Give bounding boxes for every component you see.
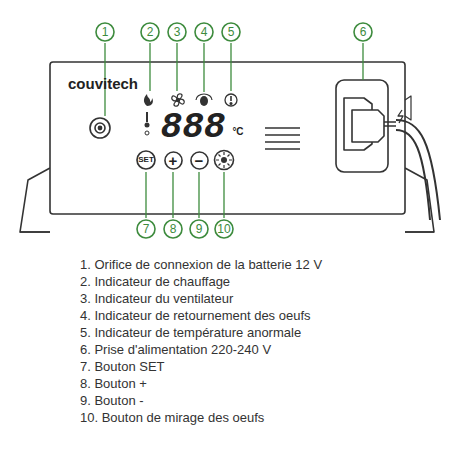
leader-lines bbox=[105, 43, 363, 218]
callout-label: 7 bbox=[136, 219, 156, 239]
battery-jack bbox=[90, 118, 110, 138]
housing-flange bbox=[405, 168, 434, 232]
legend-item: 8. Bouton + bbox=[80, 377, 147, 391]
callout-label: 6 bbox=[353, 22, 373, 42]
legend-item: 1. Orifice de connexion de la batterie 1… bbox=[80, 258, 322, 272]
housing-flange bbox=[20, 168, 50, 232]
plug-neck bbox=[384, 122, 396, 126]
battery-jack-pin bbox=[98, 126, 101, 129]
callout-label: 3 bbox=[167, 22, 187, 42]
legend-item: 4. Indicateur de retournement des oeufs bbox=[80, 309, 311, 323]
button-label: SET bbox=[136, 150, 156, 170]
power-symbol bbox=[405, 96, 411, 120]
unit-label: °C bbox=[232, 126, 243, 137]
callout-number: 9 bbox=[189, 219, 209, 239]
thermometer-icon bbox=[145, 112, 150, 135]
callout-number: 10 bbox=[214, 219, 234, 239]
callout-number: 8 bbox=[163, 219, 183, 239]
power-plug bbox=[352, 110, 384, 142]
callout-number: 7 bbox=[136, 219, 156, 239]
button-label: − bbox=[190, 151, 209, 170]
panel-button: − bbox=[190, 151, 209, 170]
legend-item: 9. Bouton - bbox=[80, 394, 144, 408]
callout-label: 1 bbox=[95, 22, 115, 42]
brand-logo: couvitech bbox=[68, 76, 138, 93]
callout-number: 4 bbox=[194, 22, 214, 42]
callout-number: 3 bbox=[167, 22, 187, 42]
callout-number: 2 bbox=[140, 22, 160, 42]
callout-number: 6 bbox=[353, 22, 373, 42]
legend-item: 10. Bouton de mirage des oeufs bbox=[80, 411, 264, 425]
panel-button: SET bbox=[136, 150, 156, 170]
callout-label: 5 bbox=[221, 22, 241, 42]
button-label: + bbox=[164, 151, 183, 170]
battery-jack-core bbox=[95, 123, 105, 133]
callout-number: 1 bbox=[95, 22, 115, 42]
vent-slots bbox=[265, 128, 300, 149]
fan-icon bbox=[172, 94, 184, 106]
panel-button: + bbox=[164, 151, 183, 170]
legend-item: 7. Bouton SET bbox=[80, 360, 165, 374]
legend-item: 2. Indicateur de chauffage bbox=[80, 275, 230, 289]
callout-number: 5 bbox=[221, 22, 241, 42]
legend-item: 5. Indicateur de température anormale bbox=[80, 326, 301, 340]
power-cable bbox=[396, 120, 440, 220]
front-panel bbox=[50, 62, 405, 214]
candling-button bbox=[215, 151, 234, 170]
callout-label: 2 bbox=[140, 22, 160, 42]
lcd-digits: 888 bbox=[161, 108, 226, 148]
legend-item: 6. Prise d'alimentation 220-240 V bbox=[80, 343, 271, 357]
power-symbol bbox=[398, 110, 403, 123]
callout-label: 8 bbox=[163, 219, 183, 239]
egg-turn-icon bbox=[196, 94, 212, 106]
callout-label: 10 bbox=[214, 219, 234, 239]
legend-item: 3. Indicateur du ventilateur bbox=[80, 292, 233, 306]
heating-icon bbox=[144, 94, 153, 106]
power-socket bbox=[336, 80, 388, 172]
callout-label: 9 bbox=[189, 219, 209, 239]
callout-label: 4 bbox=[194, 22, 214, 42]
alarm-icon bbox=[225, 94, 237, 106]
